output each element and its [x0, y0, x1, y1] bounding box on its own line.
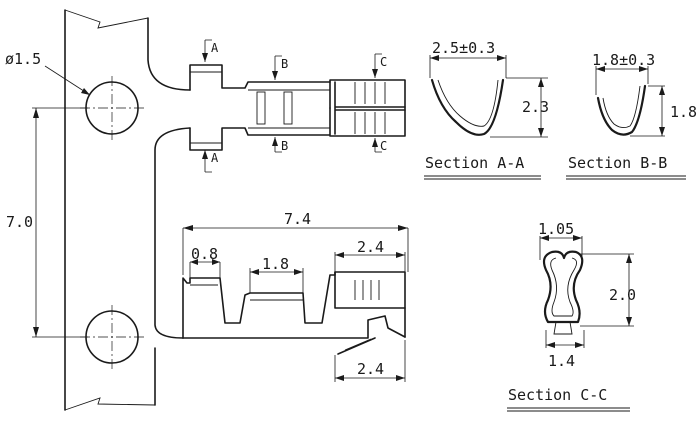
hole-diameter-dimension: ø1.5	[5, 50, 91, 96]
terminal-side-view	[182, 271, 406, 355]
hole-diameter-label: ø1.5	[5, 50, 41, 68]
contact-length-bottom-dimension: 2.4	[334, 340, 406, 382]
section-marker-b: B B	[272, 55, 288, 153]
contact-length-top-label: 2.4	[357, 238, 384, 256]
section-c-width-bottom-label: 1.4	[548, 352, 575, 370]
section-c-width-top-label: 1.05	[538, 220, 574, 238]
carrier-strip	[64, 9, 191, 411]
section-a-width-label: 2.5±0.3	[432, 39, 495, 57]
section-a-a: 2.5±0.3 2.3 Section A-A	[424, 39, 549, 180]
section-a-top-label: A	[211, 41, 219, 55]
contact-length-top-dimension: 2.4	[334, 238, 406, 272]
overall-length-dimension: 7.4	[182, 210, 409, 275]
section-b-title: Section B-B	[568, 154, 667, 172]
section-a-height-label: 2.3	[522, 98, 549, 116]
crimp-width-label: 0.8	[191, 245, 218, 263]
section-b-height-label: 1.8	[670, 103, 697, 121]
section-a-title: Section A-A	[425, 154, 524, 172]
section-c-top-label: C	[380, 55, 387, 69]
crimp-width-dimension: 0.8	[189, 245, 221, 278]
section-b-top-label: B	[281, 57, 288, 71]
pilot-hole-top	[80, 76, 146, 140]
section-b-bottom-label: B	[281, 139, 288, 153]
section-marker-a: A A	[202, 39, 219, 173]
section-b-width-label: 1.8±0.3	[592, 51, 655, 69]
section-b-b: 1.8±0.3 1.8 Section B-B	[566, 51, 697, 180]
section-a-bottom-label: A	[211, 151, 219, 165]
barrel-length-label: 1.8	[262, 255, 289, 273]
section-c-title: Section C-C	[508, 386, 607, 404]
pitch-dimension: 7.0	[6, 107, 88, 338]
section-marker-c: C C	[372, 53, 387, 153]
terminal-top-view	[189, 64, 406, 151]
overall-length-label: 7.4	[284, 210, 311, 228]
section-c-height-label: 2.0	[609, 286, 636, 304]
pitch-label: 7.0	[6, 213, 33, 231]
barrel-length-dimension: 1.8	[249, 255, 304, 293]
pilot-hole-bottom	[80, 305, 146, 369]
section-c-c: 1.05 2.0 1.4 Section C-C	[507, 220, 636, 412]
section-c-bottom-label: C	[380, 139, 387, 153]
contact-length-bottom-label: 2.4	[357, 360, 384, 378]
